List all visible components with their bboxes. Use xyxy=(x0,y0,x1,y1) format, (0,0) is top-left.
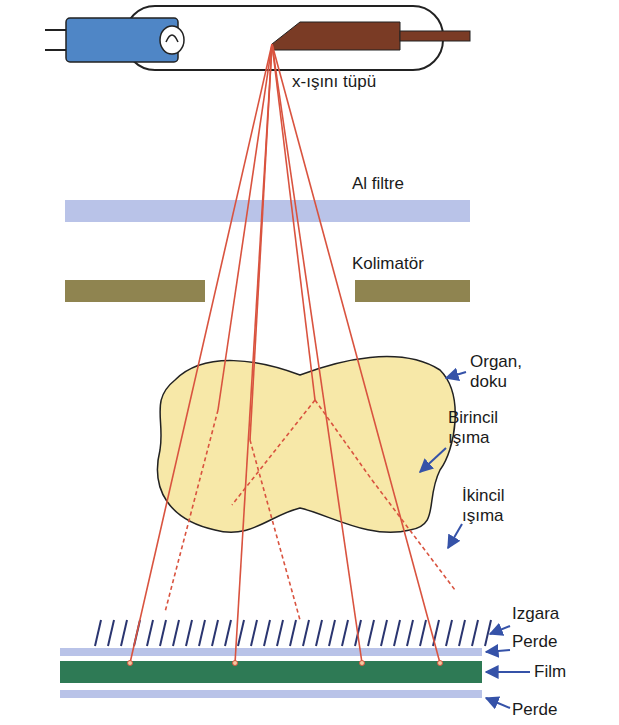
grid-bar xyxy=(225,620,231,646)
film-label: Film xyxy=(534,662,604,682)
grid-bar xyxy=(264,620,270,646)
secondary-radiation-label: İkincil ışıma xyxy=(462,486,542,526)
grid-bar xyxy=(277,620,283,646)
grid-bar xyxy=(394,620,400,646)
grid-bar xyxy=(160,620,166,646)
collimator-label: Kolimatör xyxy=(352,254,472,274)
grid-bar xyxy=(290,620,296,646)
grid-bar xyxy=(459,620,465,646)
grid-bar xyxy=(147,620,153,646)
grid-bar xyxy=(472,620,478,646)
filter-label: Al filtre xyxy=(352,174,472,194)
al-filter xyxy=(65,200,470,222)
screen-label: Perde xyxy=(512,700,602,720)
grid-bar xyxy=(238,620,244,646)
collimator-right xyxy=(355,280,470,302)
tube-label: x-ışını tüpü xyxy=(292,72,432,92)
organ-outline xyxy=(157,357,455,533)
grid-bar xyxy=(303,620,309,646)
x-ray-tube xyxy=(45,6,470,70)
rays xyxy=(128,44,456,666)
grid-bar xyxy=(251,620,257,646)
grid-bar xyxy=(446,620,452,646)
grid-bar xyxy=(407,620,413,646)
screen-top xyxy=(60,648,482,656)
grid-bar xyxy=(173,620,179,646)
screen-label: Perde xyxy=(512,632,602,652)
grid-bar xyxy=(420,620,426,646)
grid-bar xyxy=(329,620,335,646)
grid-bar xyxy=(199,620,205,646)
grid-bar xyxy=(121,620,127,646)
film xyxy=(60,661,482,683)
grid-bar xyxy=(212,620,218,646)
primary-radiation-label: Birincil ışıma xyxy=(448,408,528,448)
grid-bar xyxy=(108,620,114,646)
grid-bar xyxy=(186,620,192,646)
leader-arrows xyxy=(420,372,530,708)
grid-bar xyxy=(316,620,322,646)
grid-bar xyxy=(381,620,387,646)
grid-bar xyxy=(95,620,101,646)
collimator-left xyxy=(65,280,205,302)
grid-bar xyxy=(368,620,374,646)
grid-bar xyxy=(342,620,348,646)
grid-label: Izgara xyxy=(512,604,602,624)
organ-label: Organ, doku xyxy=(470,352,540,392)
screen-bottom xyxy=(60,690,482,698)
